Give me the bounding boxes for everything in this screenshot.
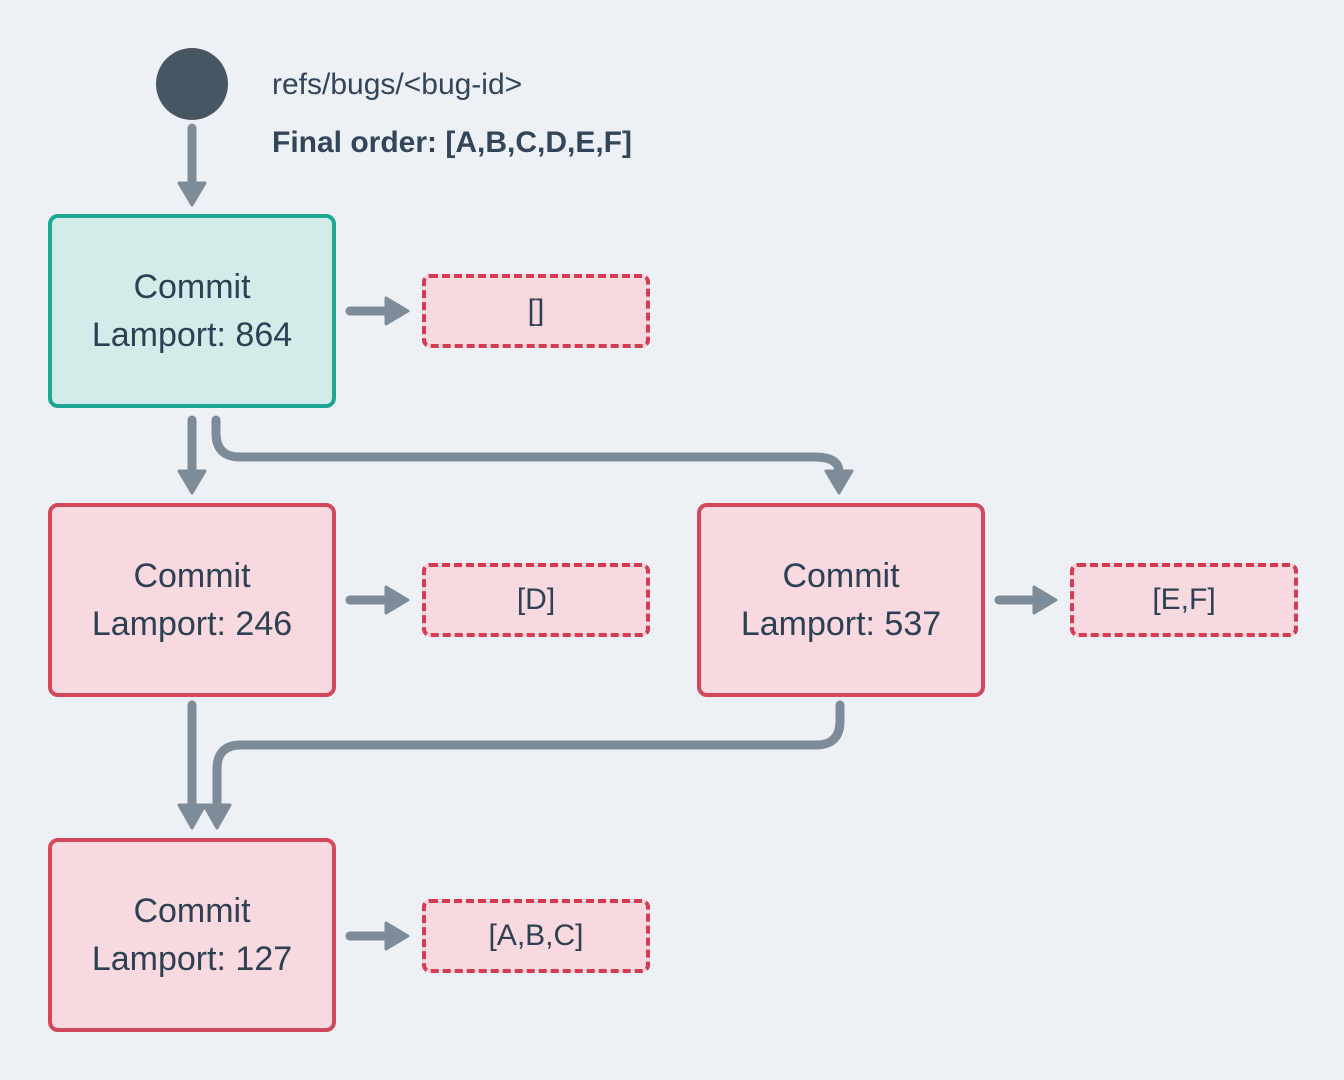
commit-title: Commit	[133, 892, 251, 930]
arrowhead-246-to-payload	[384, 585, 410, 615]
arrowhead-ref-to-864	[177, 181, 207, 207]
payload-node-537: [E,F]	[1070, 563, 1298, 637]
commit-lamport: Lamport: 246	[91, 605, 293, 643]
payload-node-864: []	[422, 274, 650, 348]
payload-node-127: [A,B,C]	[422, 899, 650, 973]
commit-lamport: Lamport: 537	[740, 605, 942, 643]
commit-node-246: Commit Lamport: 246	[48, 503, 336, 697]
payload-label: [D]	[516, 583, 556, 616]
commit-lamport: Lamport: 864	[91, 316, 293, 354]
arrowhead-864-to-246	[177, 469, 207, 495]
payload-node-246: [D]	[422, 563, 650, 637]
commit-node-537: Commit Lamport: 537	[697, 503, 985, 697]
commit-title: Commit	[782, 557, 900, 595]
ref-node-icon	[156, 48, 228, 120]
commit-lamport: Lamport: 127	[91, 940, 293, 978]
arrowhead-537-to-127	[202, 803, 232, 830]
edge-864-to-537	[211, 415, 844, 477]
commit-title: Commit	[133, 268, 251, 306]
arrowhead-864-to-payload	[384, 296, 410, 326]
ref-label: refs/bugs/<bug-id>	[272, 68, 523, 101]
final-order-label: Final order: [A,B,C,D,E,F]	[272, 126, 632, 159]
arrowhead-127-to-payload	[384, 921, 410, 951]
commit-title: Commit	[133, 557, 251, 595]
edge-537-to-127	[212, 700, 845, 811]
payload-label: [E,F]	[1152, 583, 1216, 616]
commit-node-864: Commit Lamport: 864	[48, 214, 336, 408]
arrowhead-864-to-537	[824, 469, 854, 495]
arrowhead-246-to-127	[177, 803, 207, 830]
arrowhead-537-to-payload	[1032, 585, 1058, 615]
payload-label: [A,B,C]	[488, 919, 584, 952]
commit-node-127: Commit Lamport: 127	[48, 838, 336, 1032]
payload-label: []	[527, 294, 545, 327]
